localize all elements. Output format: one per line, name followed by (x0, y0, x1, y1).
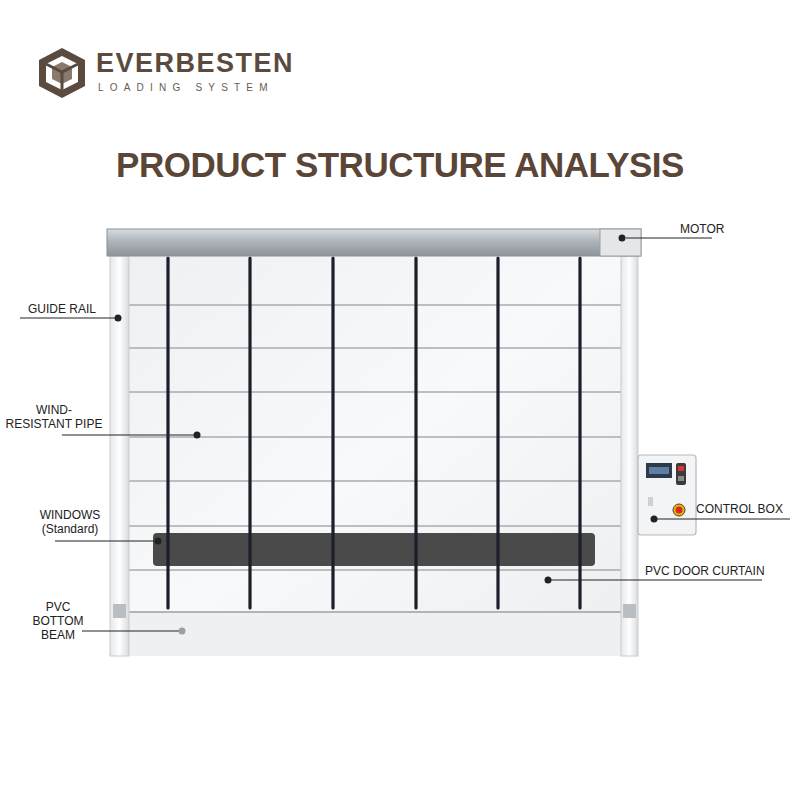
top-housing (107, 229, 641, 256)
illustration-part (194, 432, 201, 439)
curtain-seam (129, 391, 621, 392)
part-label: CONTROL BOX (696, 502, 796, 516)
rail-clip (623, 604, 636, 618)
part-label: PVC DOOR CURTAIN (645, 564, 775, 578)
curtain-seam (129, 436, 621, 437)
curtain-seams (129, 305, 621, 570)
wind-pipes (168, 258, 580, 608)
leader-dots (115, 315, 658, 635)
wind-pipe (166, 258, 169, 608)
wind-pipe (414, 258, 417, 608)
leader-lines (20, 238, 790, 631)
part-label: MOTOR (680, 222, 770, 236)
illustration-part (678, 466, 684, 471)
illustration-part (179, 628, 186, 635)
illustration-part (676, 507, 683, 514)
curtain-seam (129, 525, 621, 526)
curtain-seam (129, 569, 621, 570)
wind-pipe (578, 258, 581, 608)
door-curtain (128, 256, 622, 656)
illustration-part (46, 56, 78, 90)
leader-dot (619, 235, 626, 242)
illustration-part (61, 72, 64, 90)
illustration-part (678, 476, 684, 481)
control-box (638, 455, 696, 535)
illustration-part (649, 467, 669, 474)
illustration-part (673, 504, 685, 516)
illustration-part (638, 455, 696, 535)
illustration-part (115, 315, 122, 322)
illustration-part (654, 519, 790, 520)
part-label: WIND-RESISTANT PIPE (4, 403, 104, 431)
curtain-seam (129, 304, 621, 305)
guide-rail-right (621, 256, 638, 656)
part-label: WINDOWS (Standard) (30, 508, 110, 536)
illustration-part (82, 631, 182, 632)
illustration-part (155, 538, 162, 545)
illustration-part (626, 238, 712, 239)
curtain-seam (129, 347, 621, 348)
rail-clip (113, 604, 126, 618)
logo-icon (39, 48, 85, 98)
part-label: PVC BOTTOM BEAM (26, 600, 90, 642)
illustration-part (62, 435, 197, 436)
illustration-part (128, 612, 622, 656)
wind-pipe (331, 258, 334, 608)
brand-tagline: LOADING SYSTEM (98, 82, 338, 94)
guide-rail-left (110, 256, 129, 656)
illustration-part (648, 497, 653, 506)
wind-pipe (496, 258, 499, 608)
brand-name: EVERBESTEN (96, 48, 336, 78)
illustration-part (646, 463, 672, 478)
illustration-part (39, 48, 85, 98)
illustration-part (55, 541, 157, 542)
illustration-part (128, 256, 622, 656)
illustration-part (20, 318, 118, 319)
part-label: GUIDE RAIL (28, 302, 118, 316)
illustration-part (545, 577, 552, 584)
illustration-part (651, 516, 658, 523)
illustration-part (676, 463, 686, 485)
page-title: PRODUCT STRUCTURE ANALYSIS (0, 145, 800, 185)
wind-pipe (248, 258, 251, 608)
motor-box (600, 229, 641, 256)
illustration-part (46, 64, 78, 72)
illustration-part (128, 611, 622, 613)
window-strip (153, 533, 595, 566)
illustration-part (548, 580, 762, 581)
curtain-seam (129, 480, 621, 481)
